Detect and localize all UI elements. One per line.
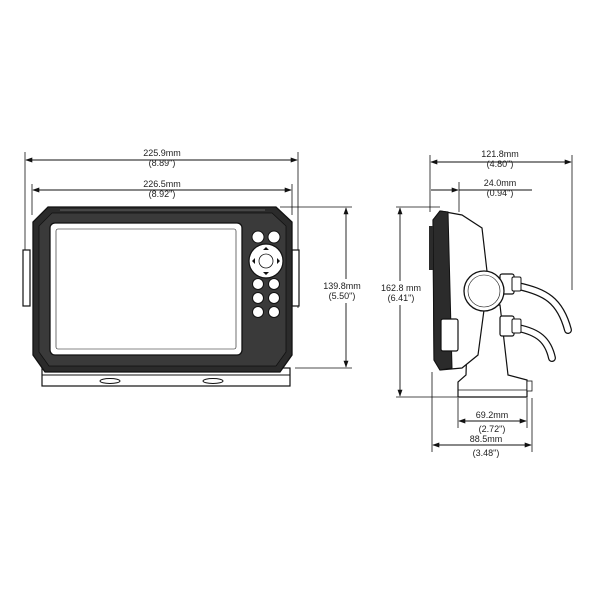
side-height-metric: 162.8 mm xyxy=(381,283,421,293)
dpad-center xyxy=(258,253,274,269)
side-port xyxy=(440,318,459,352)
cables xyxy=(514,282,572,362)
tilt-knob xyxy=(463,270,505,312)
key-button xyxy=(252,306,264,318)
bezel-width-metric: 226.5mm xyxy=(143,179,181,189)
front-height-metric: 139.8mm xyxy=(323,281,361,291)
dim-overall-depth: 121.8mm (4.80") xyxy=(429,149,573,290)
key-button xyxy=(268,292,280,304)
right-mount-tab xyxy=(291,249,300,307)
side-view: 121.8mm (4.80") 24.0mm (0.94") 162.8 mm … xyxy=(372,149,573,458)
left-mount-tab xyxy=(22,249,31,307)
bezel-depth-imperial: (0.94") xyxy=(487,188,514,198)
cable-connectors xyxy=(499,273,522,337)
dim-bracket-base: 69.2mm (2.72") xyxy=(457,398,528,434)
key-button xyxy=(268,306,280,318)
overall-base-imperial: (3.48") xyxy=(473,448,500,458)
dim-bezel-width: 226.5mm (8.92") xyxy=(31,179,293,215)
overall-width-metric: 225.9mm xyxy=(143,148,181,158)
overall-depth-metric: 121.8mm xyxy=(481,149,519,159)
side-unit-body xyxy=(429,210,489,371)
side-height-imperial: (6.41") xyxy=(388,293,415,303)
bracket-base-metric: 69.2mm xyxy=(476,410,509,420)
front-height-imperial: (5.50") xyxy=(329,291,356,301)
dim-bezel-depth: 24.0mm (0.94") xyxy=(431,178,532,212)
key-button xyxy=(252,278,264,290)
overall-width-imperial: (8.89") xyxy=(149,158,176,168)
overall-base-metric: 88.5mm xyxy=(470,434,503,444)
dim-front-height: 139.8mm (5.50") xyxy=(280,206,370,369)
bracket-slot-left xyxy=(99,378,121,384)
bracket-base-imperial: (2.72") xyxy=(479,424,506,434)
key-button xyxy=(251,230,265,244)
overall-depth-imperial: (4.80") xyxy=(487,159,514,169)
bracket-slot-right xyxy=(202,378,224,384)
front-view: 225.9mm (8.89") 226.5mm (8.92") xyxy=(22,148,370,387)
key-button xyxy=(268,278,280,290)
dim-side-height: 162.8 mm (6.41") xyxy=(372,206,460,398)
bezel-width-imperial: (8.92") xyxy=(149,189,176,199)
bezel-depth-metric: 24.0mm xyxy=(484,178,517,188)
keypad xyxy=(248,230,284,318)
key-button xyxy=(267,230,281,244)
key-button xyxy=(252,292,264,304)
dim-overall-base: 88.5mm (3.48") xyxy=(431,372,533,458)
front-unit-body xyxy=(32,206,293,373)
